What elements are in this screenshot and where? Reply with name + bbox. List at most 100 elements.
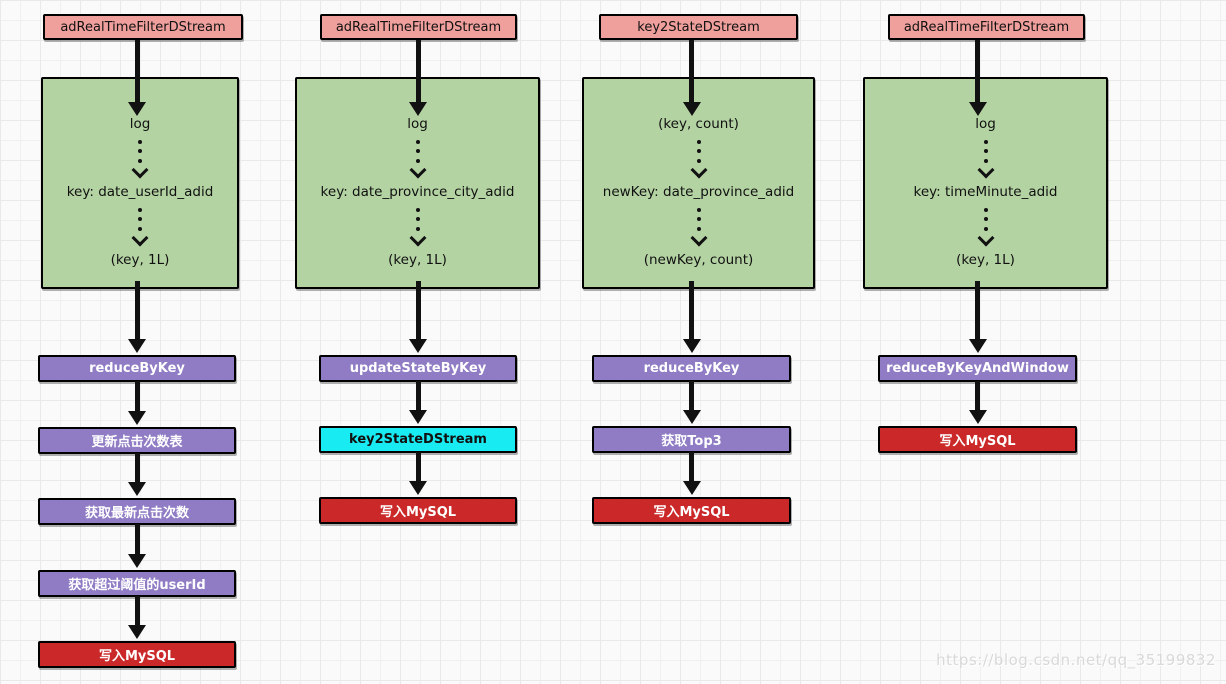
stage-step-label: newKey: date_province_adid [602, 184, 795, 200]
arrow-shaft-line [415, 381, 421, 412]
flow-arrow [128, 381, 146, 425]
dot [696, 217, 701, 222]
chevron-down-icon [690, 161, 707, 179]
dotted-arrow-icon [690, 140, 707, 179]
flow-arrow [128, 453, 146, 496]
dot [696, 226, 701, 231]
dot [138, 158, 142, 163]
arrow-head-icon [682, 481, 701, 495]
chevron-down-icon [690, 229, 707, 247]
stage-step-label: (key, count) [658, 116, 739, 132]
dot [983, 149, 988, 154]
dot [415, 158, 420, 163]
operator-node: 获取最新点击次数 [38, 498, 236, 525]
arrow-shaft-line [134, 281, 140, 341]
chevron-down-icon [977, 229, 994, 247]
chevron-down-icon [977, 161, 994, 179]
arrow-shaft-line [134, 524, 140, 556]
arrow-head-icon [682, 102, 701, 116]
flow-arrow [409, 40, 427, 116]
chevron-down-icon [409, 161, 426, 179]
arrow-head-icon [409, 102, 427, 116]
dot [415, 208, 420, 212]
arrow-head-icon [128, 554, 146, 568]
operator-node: reduceByKey [592, 355, 791, 382]
arrow-shaft-line [415, 281, 421, 341]
flow-arrow [409, 281, 427, 353]
arrow-head-icon [409, 339, 427, 353]
dotted-arrow-icon [977, 208, 994, 247]
flow-arrow [682, 281, 701, 353]
dotted-arrow-icon [409, 208, 426, 247]
stage-step-label: (key, 1L) [110, 252, 170, 268]
flow-arrow [128, 281, 146, 353]
dot [138, 217, 142, 222]
stage-step-label: log [975, 116, 996, 132]
stage-step-label: (newKey, count) [643, 252, 754, 268]
chevron-down-icon [131, 229, 149, 247]
arrow-shaft-line [689, 381, 694, 412]
arrow-head-icon [682, 339, 701, 353]
dot [696, 208, 701, 212]
operator-node: reduceByKey [38, 355, 236, 382]
operator-node: 获取Top3 [592, 426, 791, 453]
dot [983, 226, 988, 231]
stage-step-label: (key, 1L) [956, 252, 1015, 268]
chevron-down-icon [409, 229, 426, 247]
write-mysql-node: 写入MySQL [878, 426, 1077, 453]
dstream-header-box: key2StateDStream [599, 14, 798, 40]
dot [983, 140, 988, 144]
dstream-node: key2StateDStream [319, 426, 517, 453]
operator-node: 更新点击次数表 [38, 427, 236, 454]
arrow-head-icon [128, 339, 146, 353]
operator-node: 获取超过阈值的userId [38, 570, 236, 597]
arrow-shaft-line [975, 40, 980, 104]
dotted-arrow-icon [131, 140, 149, 179]
dot [415, 217, 420, 222]
flow-arrow [968, 281, 987, 353]
arrow-head-icon [968, 339, 987, 353]
chevron-down-icon [131, 161, 149, 179]
flow-arrow [968, 381, 987, 424]
transform-stage-box: log key: timeMinute_adid (key, 1L) [863, 77, 1108, 289]
arrow-shaft-line [689, 452, 694, 483]
write-mysql-node: 写入MySQL [38, 641, 236, 668]
dot [415, 149, 420, 154]
write-mysql-node: 写入MySQL [319, 497, 517, 524]
flow-arrow [409, 452, 427, 495]
flow-arrow [128, 40, 146, 116]
arrow-head-icon [682, 410, 701, 424]
arrow-head-icon [409, 481, 427, 495]
dotted-arrow-icon [690, 208, 707, 247]
dotted-arrow-icon [409, 140, 426, 179]
dot [696, 158, 701, 163]
flow-arrow [128, 596, 146, 639]
arrow-shaft-line [134, 596, 140, 627]
stage-step-label: log [407, 116, 428, 132]
arrow-shaft-line [975, 381, 980, 412]
arrow-head-icon [128, 482, 146, 496]
arrow-shaft-line [134, 453, 140, 484]
transform-stage-box: (key, count) newKey: date_province_adid (n… [582, 77, 815, 289]
dot [696, 140, 701, 144]
operator-node: reduceByKeyAndWindow [878, 355, 1077, 382]
dotted-arrow-icon [977, 140, 994, 179]
arrow-shaft-line [975, 281, 980, 341]
dot [138, 226, 142, 231]
flow-arrow [682, 40, 701, 116]
stage-step-label: log [129, 116, 151, 132]
arrow-shaft-line [415, 452, 421, 483]
dotted-arrow-icon [131, 208, 149, 247]
arrow-head-icon [128, 625, 146, 639]
arrow-head-icon [968, 102, 987, 116]
operator-node: updateStateByKey [319, 355, 517, 382]
dot [696, 149, 701, 154]
flow-arrow [682, 381, 701, 424]
dot [983, 208, 988, 212]
arrow-shaft-line [134, 381, 140, 413]
dot [138, 140, 142, 144]
stage-step-label: key: timeMinute_adid [913, 184, 1058, 200]
dstream-header-box: adRealTimeFilterDStream [320, 14, 517, 40]
arrow-head-icon [128, 411, 146, 425]
